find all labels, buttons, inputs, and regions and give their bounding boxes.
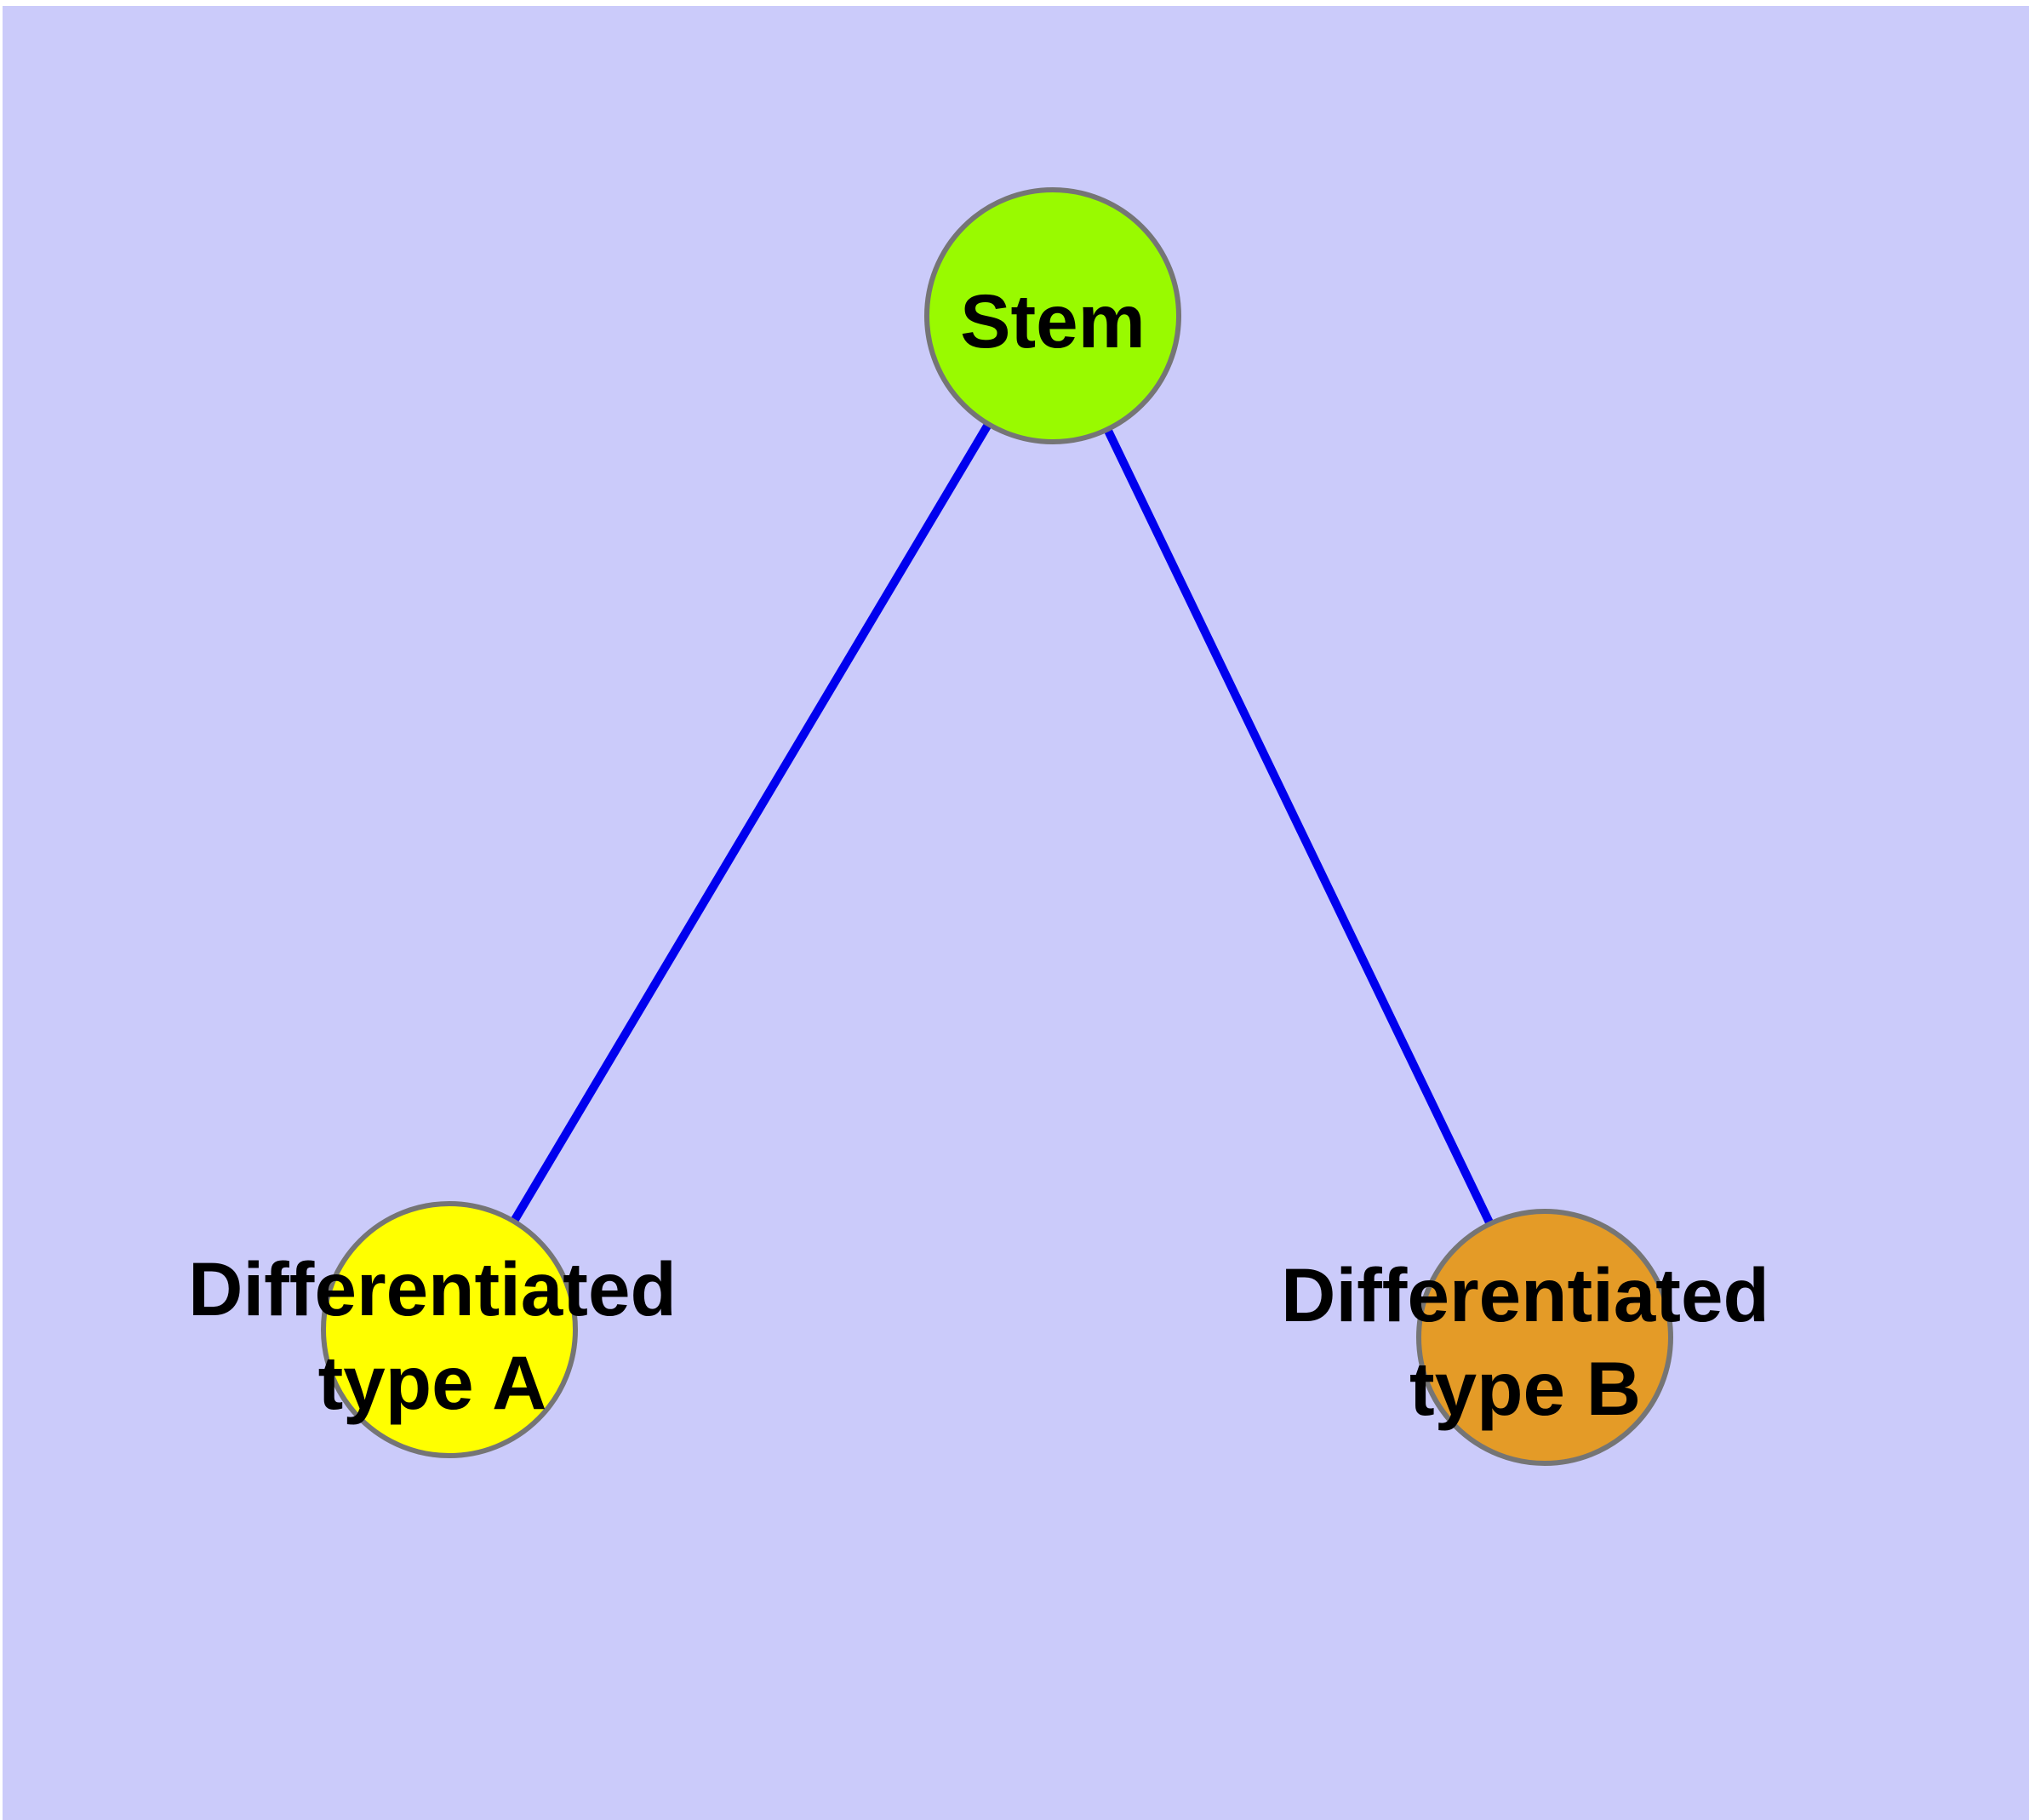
edge-stem-to-type-b <box>1049 313 1549 1340</box>
node-type-a-label-line2: type A <box>318 1340 547 1425</box>
node-type-b-circle <box>1416 1209 1673 1466</box>
node-type-b-label-line2: type B <box>1409 1346 1641 1431</box>
node-stem-label: Stem <box>960 278 1146 363</box>
node-type-a-circle <box>321 1201 578 1458</box>
node-type-a-label-line1: Differentiated <box>188 1246 677 1331</box>
edge-stem-to-type-a <box>445 313 1057 1332</box>
node-stem-circle <box>924 187 1181 444</box>
node-type-b-label-line1: Differentiated <box>1281 1252 1769 1337</box>
